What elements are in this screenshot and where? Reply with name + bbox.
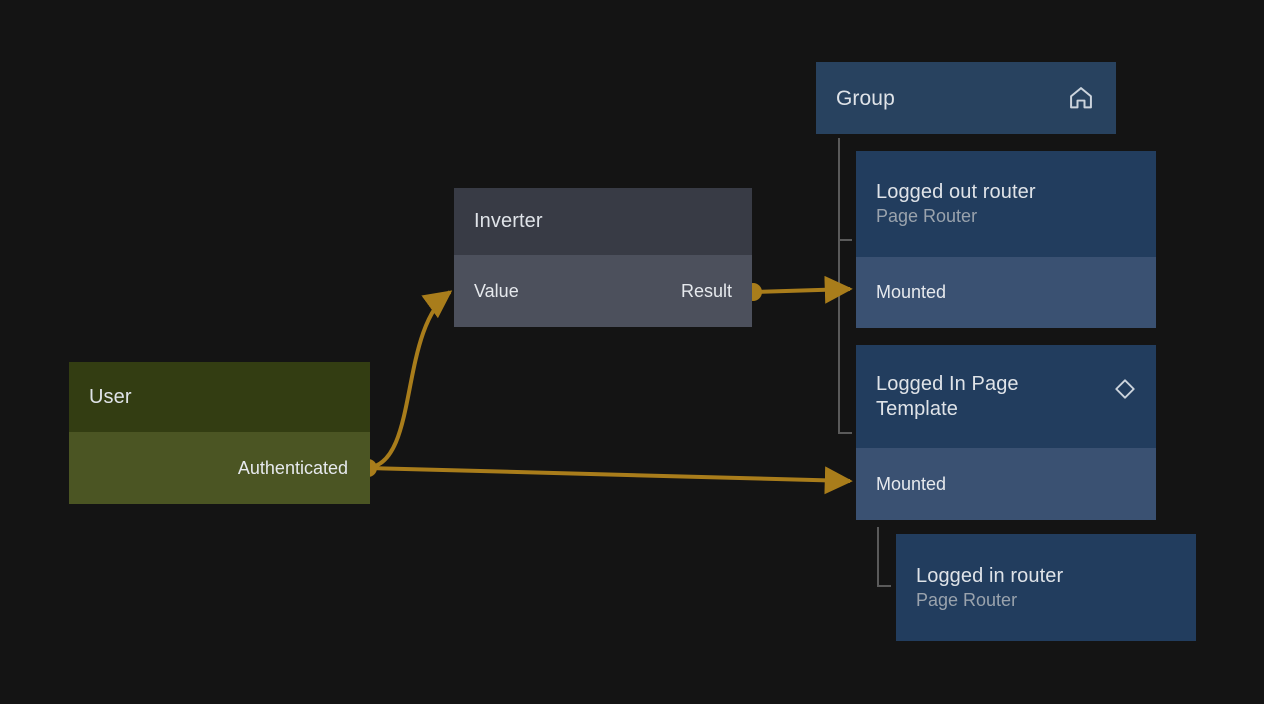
wire-inverter-to-logged-out-router bbox=[752, 275, 853, 304]
logged-in-page-template-title: Logged In Page Template bbox=[876, 372, 1019, 420]
diamond-icon bbox=[1112, 372, 1138, 407]
inverter-input-value-label[interactable]: Value bbox=[474, 280, 519, 301]
user-authenticated-row[interactable]: Authenticated bbox=[69, 432, 370, 504]
logged-out-router-mounted-label: Mounted bbox=[876, 282, 947, 302]
inverter-header[interactable]: Inverter bbox=[454, 188, 752, 255]
group-bracket-stub-top bbox=[838, 239, 852, 241]
node-logged-out-router[interactable]: Logged out router Page Router Mounted bbox=[856, 151, 1156, 328]
group-bracket-vertical bbox=[838, 138, 840, 434]
logged-out-router-header[interactable]: Logged out router Page Router bbox=[856, 151, 1156, 257]
inverter-io-row[interactable]: Value Result bbox=[454, 255, 752, 327]
node-inverter[interactable]: Inverter Value Result bbox=[454, 188, 752, 327]
node-logged-in-page-template[interactable]: Logged In Page Template Mounted bbox=[856, 345, 1156, 520]
inverter-output-result-label[interactable]: Result bbox=[680, 280, 732, 301]
logged-out-router-subtitle: Page Router bbox=[876, 206, 978, 226]
node-logged-in-router[interactable]: Logged in router Page Router bbox=[896, 534, 1196, 641]
logged-in-router-header[interactable]: Logged in router Page Router bbox=[896, 534, 1196, 641]
logged-out-router-title: Logged out router bbox=[876, 181, 1036, 203]
logged-out-router-mounted-row[interactable]: Mounted bbox=[856, 257, 1156, 328]
user-authenticated-label[interactable]: Authenticated bbox=[237, 457, 348, 478]
user-header[interactable]: User bbox=[69, 362, 370, 432]
node-user[interactable]: User Authenticated bbox=[69, 362, 370, 504]
template-bracket-vertical bbox=[877, 527, 879, 587]
wire-user-to-logged-in-template bbox=[367, 466, 853, 495]
group-bracket-stub-bottom bbox=[838, 432, 852, 434]
group-node-header[interactable]: Group bbox=[816, 62, 1116, 134]
group-node-title: Group bbox=[836, 86, 895, 110]
logged-in-router-subtitle: Page Router bbox=[916, 589, 1018, 610]
node-group[interactable]: Group bbox=[816, 62, 1116, 134]
wire-user-to-inverter bbox=[367, 290, 453, 470]
user-title: User bbox=[89, 385, 132, 408]
inverter-title: Inverter bbox=[474, 210, 543, 232]
logged-in-page-template-mounted-label: Mounted bbox=[876, 473, 947, 494]
home-icon bbox=[1066, 84, 1096, 112]
logged-in-router-title: Logged in router bbox=[916, 564, 1064, 587]
template-bracket-stub bbox=[877, 585, 891, 587]
logged-in-page-template-mounted-row[interactable]: Mounted bbox=[856, 448, 1156, 520]
logged-in-page-template-header[interactable]: Logged In Page Template bbox=[856, 345, 1156, 448]
